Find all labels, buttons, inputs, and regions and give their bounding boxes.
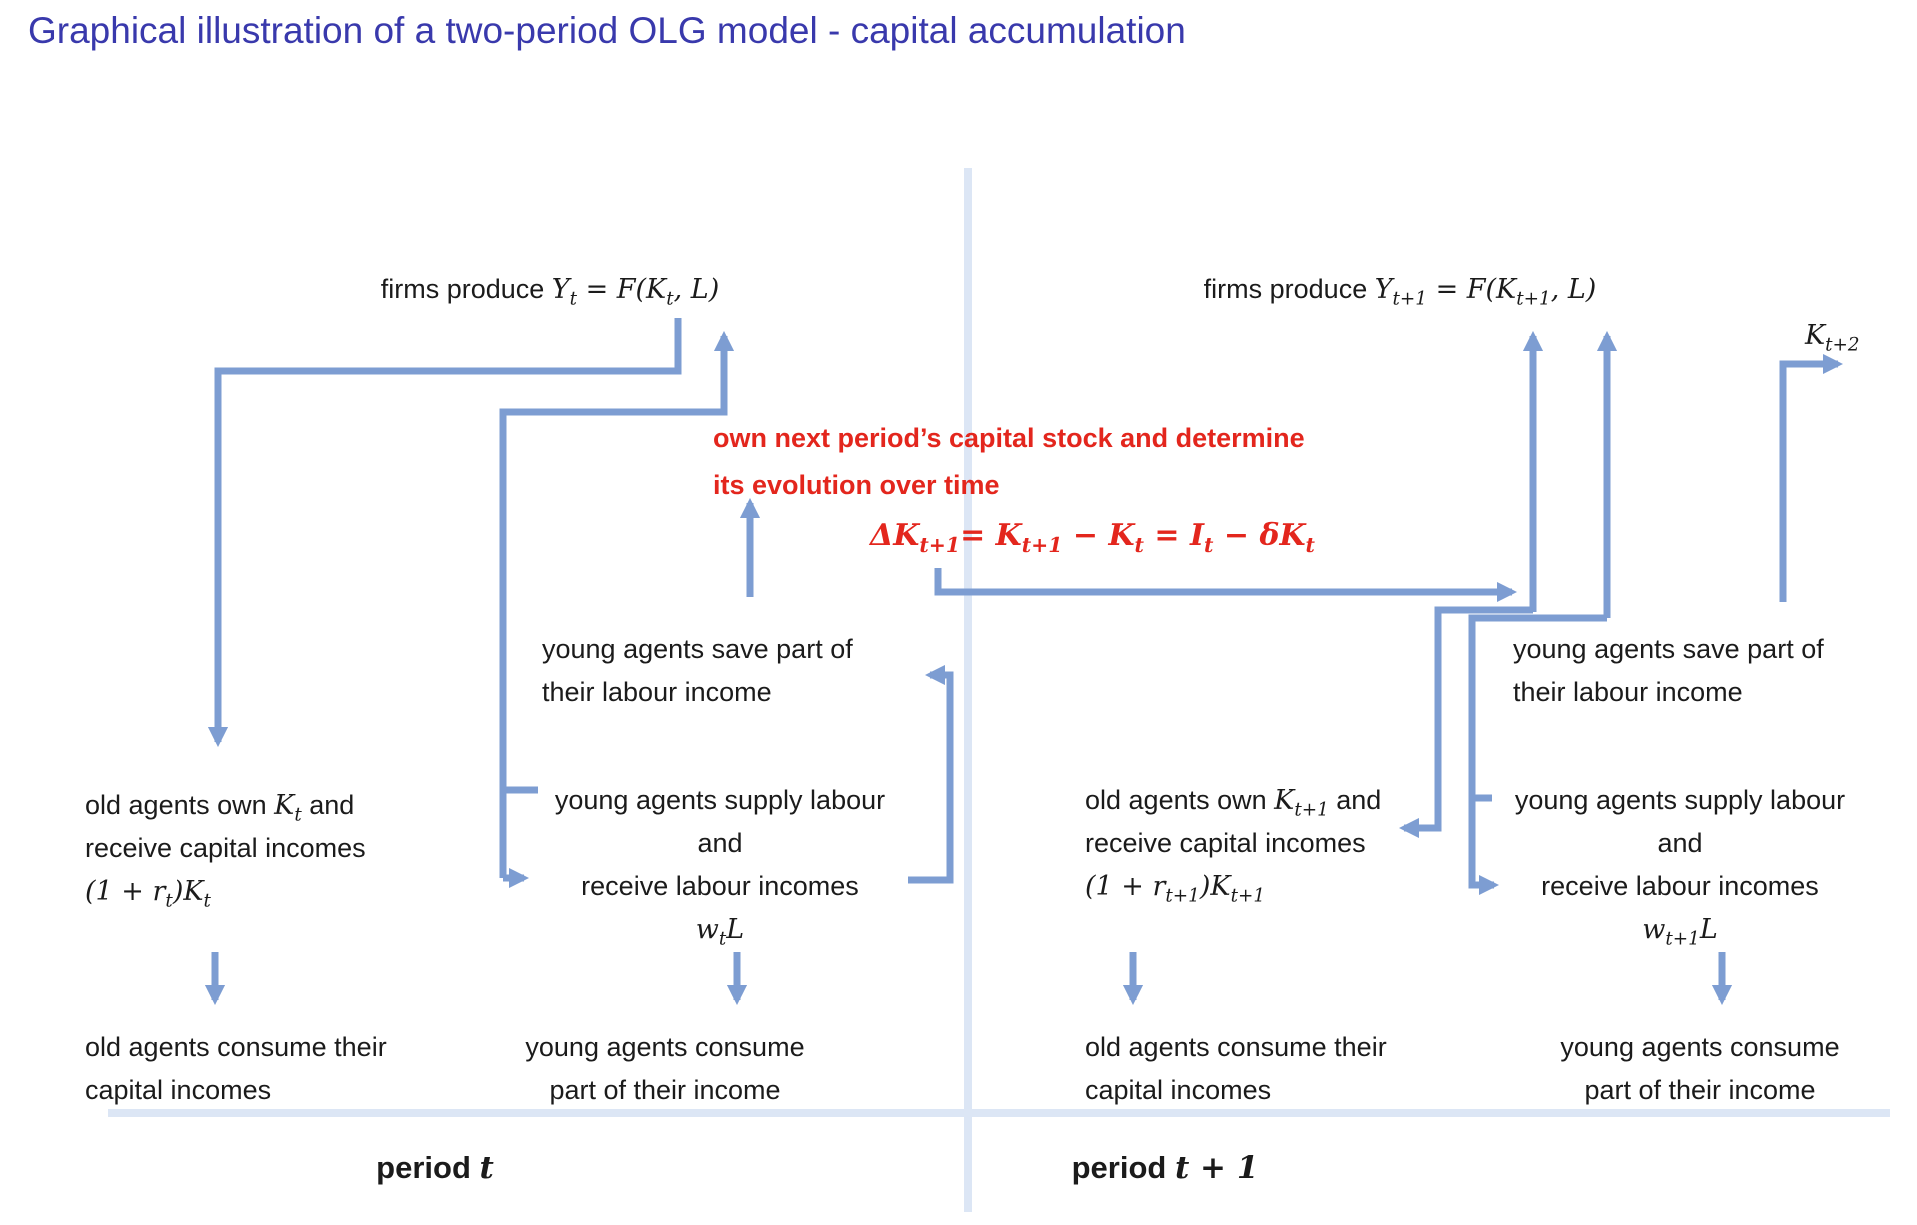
text-line: old agents consume their: [85, 1032, 387, 1062]
young-agents-supply-t1: young agents supply labour and receive l…: [1480, 779, 1880, 951]
text-line: and: [697, 828, 743, 858]
text-line: capital incomes: [85, 1075, 272, 1105]
capital-accumulation-formula: ΔKt+1= Kt+1 − Kt = It − δKt: [870, 518, 1315, 557]
arrow-savings-to-next-capital-t1: [1779, 353, 1844, 602]
text-line: receive labour incomes: [1541, 871, 1819, 901]
axis-label-period-t: period t: [376, 1150, 494, 1186]
text-line: young agents consume: [525, 1032, 805, 1062]
text-line: part of their income: [549, 1075, 781, 1105]
text-line: young agents save part of: [542, 634, 853, 664]
firms-produce-t: firms produce Yt = F(Kt, L): [380, 274, 720, 310]
young-agents-supply-t: young agents supply labour and receive l…: [505, 779, 935, 951]
old-agents-own-t1: old agents own Kt+1 and receive capital …: [1085, 779, 1485, 908]
text-line: (1 + rt)Kt: [85, 876, 211, 912]
text-line: old agents own Kt and: [85, 790, 355, 826]
text-line: young agents consume: [1560, 1032, 1840, 1062]
text-line: receive capital incomes: [1085, 828, 1366, 858]
old-agents-own-t: old agents own Kt and receive capital in…: [85, 784, 475, 913]
text-line: old agents own Kt+1 and: [1085, 785, 1382, 821]
text-line: their labour income: [1513, 677, 1743, 707]
text-line: capital incomes: [1085, 1075, 1272, 1105]
young-agents-consume-t: young agents consume part of their incom…: [495, 1026, 835, 1112]
timeline-baseline: [108, 1109, 1890, 1117]
axis-label-period-t1: period t + 1: [1071, 1150, 1259, 1186]
period-divider-line: [964, 168, 972, 1212]
text-line: wt+1L: [1642, 914, 1718, 950]
old-agents-consume-t: old agents consume their capital incomes: [85, 1026, 475, 1112]
text-line: young agents supply labour: [1514, 785, 1846, 815]
text-line: receive capital incomes: [85, 833, 366, 863]
young-agents-save-t: young agents save part of their labour i…: [542, 628, 922, 714]
text-line: old agents consume their: [1085, 1032, 1387, 1062]
page-title: Graphical illustration of a two-period O…: [28, 10, 1186, 51]
text-line: young agents supply labour: [554, 785, 886, 815]
text-line: and: [1657, 828, 1703, 858]
text-line: part of their income: [1584, 1075, 1816, 1105]
arrow-capital-to-next-period: [934, 568, 1518, 603]
old-agents-consume-t1: old agents consume their capital incomes: [1085, 1026, 1475, 1112]
young-agents-consume-t1: young agents consume part of their incom…: [1530, 1026, 1870, 1112]
text-line: wtL: [695, 914, 745, 950]
text-line: (1 + rt+1)Kt+1: [1085, 871, 1266, 907]
capital-note-line2: its evolution over time: [713, 470, 1000, 500]
next-capital-label: Kt+2: [1805, 320, 1860, 356]
text-line: young agents save part of: [1513, 634, 1824, 664]
text-line: their labour income: [542, 677, 772, 707]
young-agents-save-t1: young agents save part of their labour i…: [1513, 628, 1893, 714]
capital-note-line1: own next period’s capital stock and dete…: [713, 423, 1305, 453]
text-line: receive labour incomes: [581, 871, 859, 901]
firms-produce-t1: firms produce Yt+1 = F(Kt+1, L): [1203, 274, 1597, 310]
